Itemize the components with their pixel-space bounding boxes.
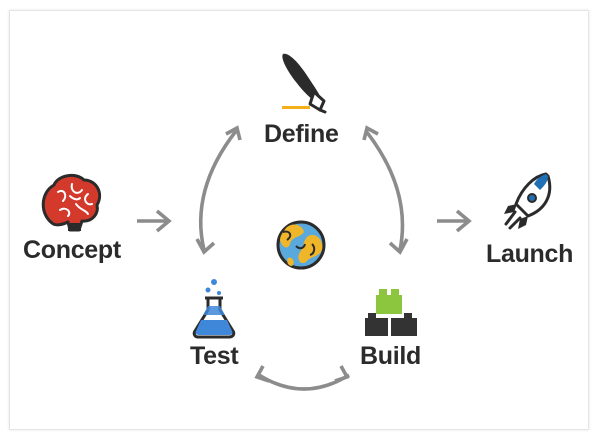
node-label-test: Test	[190, 342, 239, 370]
globe-icon	[276, 220, 326, 270]
building-blocks-icon	[365, 289, 417, 336]
arrow-test-build	[254, 365, 350, 391]
node-label-build: Build	[360, 342, 421, 370]
arrow-cycle-to-launch	[437, 209, 472, 233]
node-label-launch: Launch	[486, 240, 574, 268]
rocket-icon	[504, 172, 552, 230]
pen-nib-icon	[282, 53, 327, 114]
node-label-define: Define	[264, 120, 339, 148]
node-label-concept: Concept	[23, 236, 121, 264]
arrow-define-build	[362, 125, 409, 255]
arrow-concept-to-cycle	[137, 209, 172, 233]
flask-icon	[192, 279, 236, 339]
arrow-define-test	[195, 125, 242, 255]
brain-icon	[41, 173, 102, 232]
